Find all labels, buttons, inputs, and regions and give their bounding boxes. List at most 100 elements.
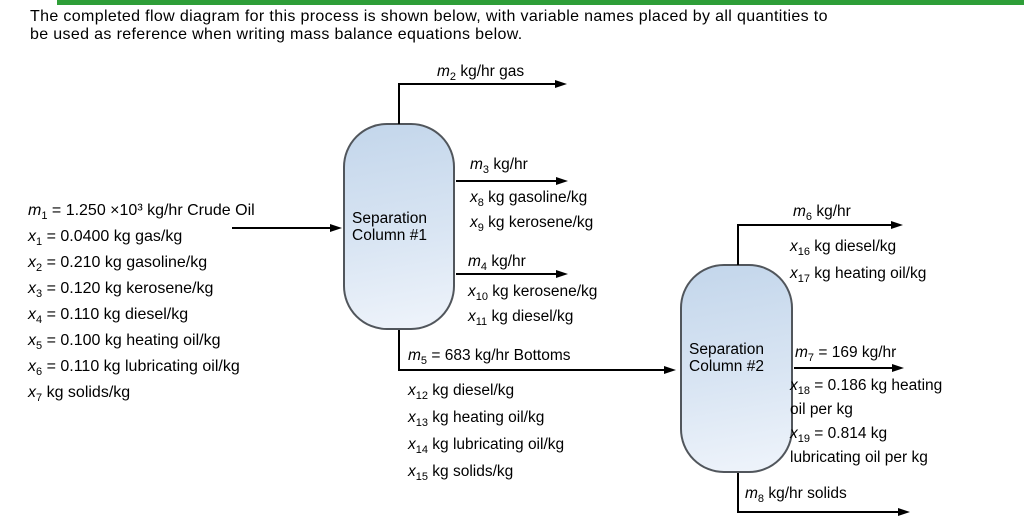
stream-m5-components: x12 kg diesel/kg x13 kg heating oil/kg x… xyxy=(408,377,564,485)
variable-name: x xyxy=(790,265,798,282)
variable-name: x xyxy=(790,238,798,255)
feed-line-text: = 0.210 kg gasoline/kg xyxy=(42,254,208,271)
stream-m5-drop-line xyxy=(398,330,400,371)
stream-label-text: = 0.186 kg heating xyxy=(810,377,943,394)
variable-subscript: 1 xyxy=(36,236,43,249)
variable-subscript: 19 xyxy=(797,433,810,446)
variable-name: m xyxy=(437,63,450,80)
stream-m4-component-1: x10 kg kerosene/kg xyxy=(468,279,597,304)
variable-name: x xyxy=(408,436,416,453)
stream-label-text: kg heating oil/kg xyxy=(810,265,927,282)
feed-line-text: = 0.100 kg heating oil/kg xyxy=(42,332,221,349)
variable-name: m xyxy=(468,253,481,270)
vessel-label-line: Column #1 xyxy=(352,226,427,244)
variable-name: x xyxy=(408,409,416,426)
variable-name: x xyxy=(408,382,416,399)
variable-subscript: 4 xyxy=(36,314,43,327)
stream-label-text: = 169 kg/hr xyxy=(814,344,897,361)
variable-name: x xyxy=(28,332,36,349)
feed-line-x5: x5 = 0.100 kg heating oil/kg xyxy=(28,328,255,354)
variable-name: x xyxy=(790,377,798,394)
variable-subscript: 18 xyxy=(797,385,810,398)
variable-name: x xyxy=(790,425,798,442)
stream-m6-label: m6 kg/hr xyxy=(793,203,851,224)
stream-label-text: kg diesel/kg xyxy=(428,382,515,399)
variable-name: x xyxy=(28,228,36,245)
variable-name: m xyxy=(745,485,758,502)
stream-label-text: kg kerosene/kg xyxy=(488,283,598,300)
intro-line-2: be used as reference when writing mass b… xyxy=(30,26,523,43)
variable-subscript: 8 xyxy=(757,493,765,506)
vessel-label-line: Separation xyxy=(352,209,427,227)
variable-subscript: 15 xyxy=(415,471,428,484)
stream-m8-label: m8 kg/hr solids xyxy=(745,485,847,506)
variable-name: m xyxy=(793,203,806,220)
variable-subscript: 4 xyxy=(480,261,488,274)
stream-m3-component-2: x9 kg kerosene/kg xyxy=(470,210,593,235)
stream-m6-riser-line xyxy=(737,225,739,265)
variable-name: m xyxy=(470,156,483,173)
variable-name: x xyxy=(470,214,478,231)
variable-name: x xyxy=(28,384,36,401)
stream-m8-drop-line xyxy=(737,473,739,513)
feed-line-text: = 1.250 ×10³ kg/hr Crude Oil xyxy=(47,202,255,219)
stream-label-text: = 0.814 kg xyxy=(810,425,888,442)
top-accent-bar xyxy=(57,0,1024,5)
variable-subscript: 3 xyxy=(36,288,43,301)
stream-m3-arrow xyxy=(456,180,556,182)
stream-label-text: = 683 kg/hr Bottoms xyxy=(427,347,571,364)
stream-m7-component-2: x19 = 0.814 kg xyxy=(790,422,942,446)
variable-subscript: 6 xyxy=(805,211,813,224)
stream-m2-riser-line xyxy=(398,84,400,124)
stream-label-text: kg gasoline/kg xyxy=(483,189,588,206)
stream-m6-arrow xyxy=(737,224,891,226)
stream-m7-component-2-wrap: lubricating oil per kg xyxy=(790,449,928,466)
variable-name: x xyxy=(28,254,36,271)
feed-arrow xyxy=(232,227,330,229)
intro-text: The completed flow diagram for this proc… xyxy=(30,8,828,44)
variable-name: x xyxy=(28,280,36,297)
stream-label-text: kg heating oil/kg xyxy=(428,409,545,426)
variable-subscript: 2 xyxy=(449,71,457,84)
variable-subscript: 7 xyxy=(807,352,815,365)
stream-m4-component-2: x11 kg diesel/kg xyxy=(468,304,597,329)
feed-line-x1: x1 = 0.0400 kg gas/kg xyxy=(28,224,255,250)
variable-name: x xyxy=(468,308,476,325)
stream-label-text: kg kerosene/kg xyxy=(483,214,594,231)
feed-line-text: = 0.0400 kg gas/kg xyxy=(42,228,183,245)
stream-label-text: kg/hr xyxy=(812,203,851,220)
variable-subscript: 17 xyxy=(797,273,810,286)
stream-label-text: kg lubricating oil/kg xyxy=(428,436,565,453)
vessel-column2-label: Separation Column #2 xyxy=(682,341,764,397)
stream-m7-component-1: x18 = 0.186 kg heating xyxy=(790,374,942,398)
stream-m4-label: m4 kg/hr xyxy=(468,253,526,274)
stream-label-text: kg/hr xyxy=(487,253,526,270)
stream-m4-components: x10 kg kerosene/kg x11 kg diesel/kg xyxy=(468,279,597,329)
variable-subscript: 3 xyxy=(482,164,490,177)
variable-subscript: 14 xyxy=(415,444,428,457)
stream-m3-label: m3 kg/hr xyxy=(470,156,528,177)
variable-subscript: 7 xyxy=(36,392,43,405)
variable-subscript: 9 xyxy=(477,222,484,235)
stream-m7-components: x18 = 0.186 kg heating oil per kg x19 = … xyxy=(790,374,942,470)
variable-subscript: 10 xyxy=(475,291,488,304)
variable-subscript: 11 xyxy=(475,316,488,329)
feed-line-m1: m1 = 1.250 ×10³ kg/hr Crude Oil xyxy=(28,198,255,224)
stream-m5-component-4: x15 kg solids/kg xyxy=(408,458,564,485)
stream-m7-label: m7 = 169 kg/hr xyxy=(795,344,897,365)
feed-line-text: = 0.110 kg diesel/kg xyxy=(42,306,189,323)
stream-label-text: kg/hr gas xyxy=(456,63,525,80)
stream-label-text: kg/hr solids xyxy=(764,485,847,502)
vessel-column1-label: Separation Column #1 xyxy=(345,210,427,244)
variable-subscript: 13 xyxy=(415,417,428,430)
stream-m7-arrow xyxy=(794,367,892,369)
feed-line-x7: x7 kg solids/kg xyxy=(28,380,255,406)
variable-subscript: 5 xyxy=(36,340,43,353)
variable-subscript: 16 xyxy=(797,246,810,259)
stream-m2-label: m2 kg/hr gas xyxy=(437,63,525,84)
vessel-column2: Separation Column #2 xyxy=(680,264,793,473)
stream-label-text: kg/hr xyxy=(489,156,528,173)
stream-m6-component-1: x16 kg diesel/kg xyxy=(790,233,926,260)
stream-m5-label: m5 = 683 kg/hr Bottoms xyxy=(408,347,571,367)
variable-name: x xyxy=(468,283,476,300)
